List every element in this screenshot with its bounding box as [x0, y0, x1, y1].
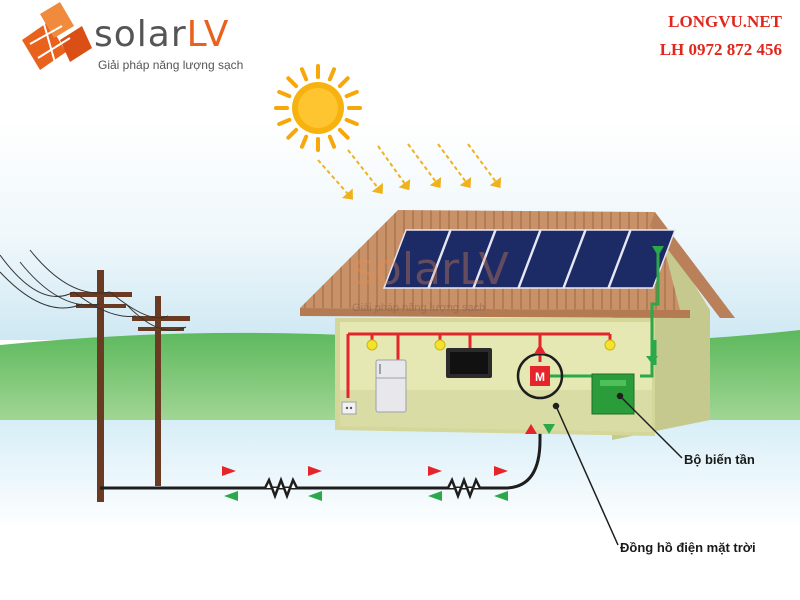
inverter-wiring [550, 246, 660, 378]
meter-up-arrow [534, 344, 546, 354]
meter-up-arrow-lower [525, 424, 537, 434]
meter-label: Đồng hồ điện mặt trời [620, 540, 756, 555]
house-wiring [346, 332, 612, 398]
brand-logo-icon [22, 2, 92, 70]
brand-tagline: Giải pháp năng lượng sạch [98, 58, 244, 72]
sun-icon [274, 64, 362, 152]
resistor-icon [263, 476, 482, 500]
brand-name-part2: LV [186, 14, 230, 55]
import-flow-arrows [224, 491, 508, 501]
brand-name-part1: solar [94, 14, 187, 55]
inverter-icon [591, 373, 635, 415]
meter-down-arrow [543, 424, 555, 434]
ground [0, 420, 800, 530]
inverter-label: Bộ biến tần [684, 452, 755, 467]
sunbeam-arrows [317, 143, 502, 200]
callout-lines [552, 392, 683, 546]
solar-panel-icon [382, 229, 677, 289]
contact-website[interactable]: LONGVU.NET [668, 12, 782, 31]
meter-symbol: M [535, 370, 545, 384]
refrigerator-icon [375, 359, 407, 413]
watermark-tagline: Giải pháp năng lượng sạch [352, 302, 486, 314]
export-flow-arrows [222, 466, 508, 476]
grid-cable [100, 390, 542, 490]
power-outlet-icon [341, 401, 357, 415]
contact-phone: LH 0972 872 456 [659, 40, 782, 59]
watermark-logo: solarLV [352, 244, 509, 295]
light-bulb-icon [366, 339, 616, 351]
utility-pole-icon [0, 249, 190, 502]
television-icon [446, 348, 492, 378]
brand-name: solarLV [94, 14, 229, 55]
